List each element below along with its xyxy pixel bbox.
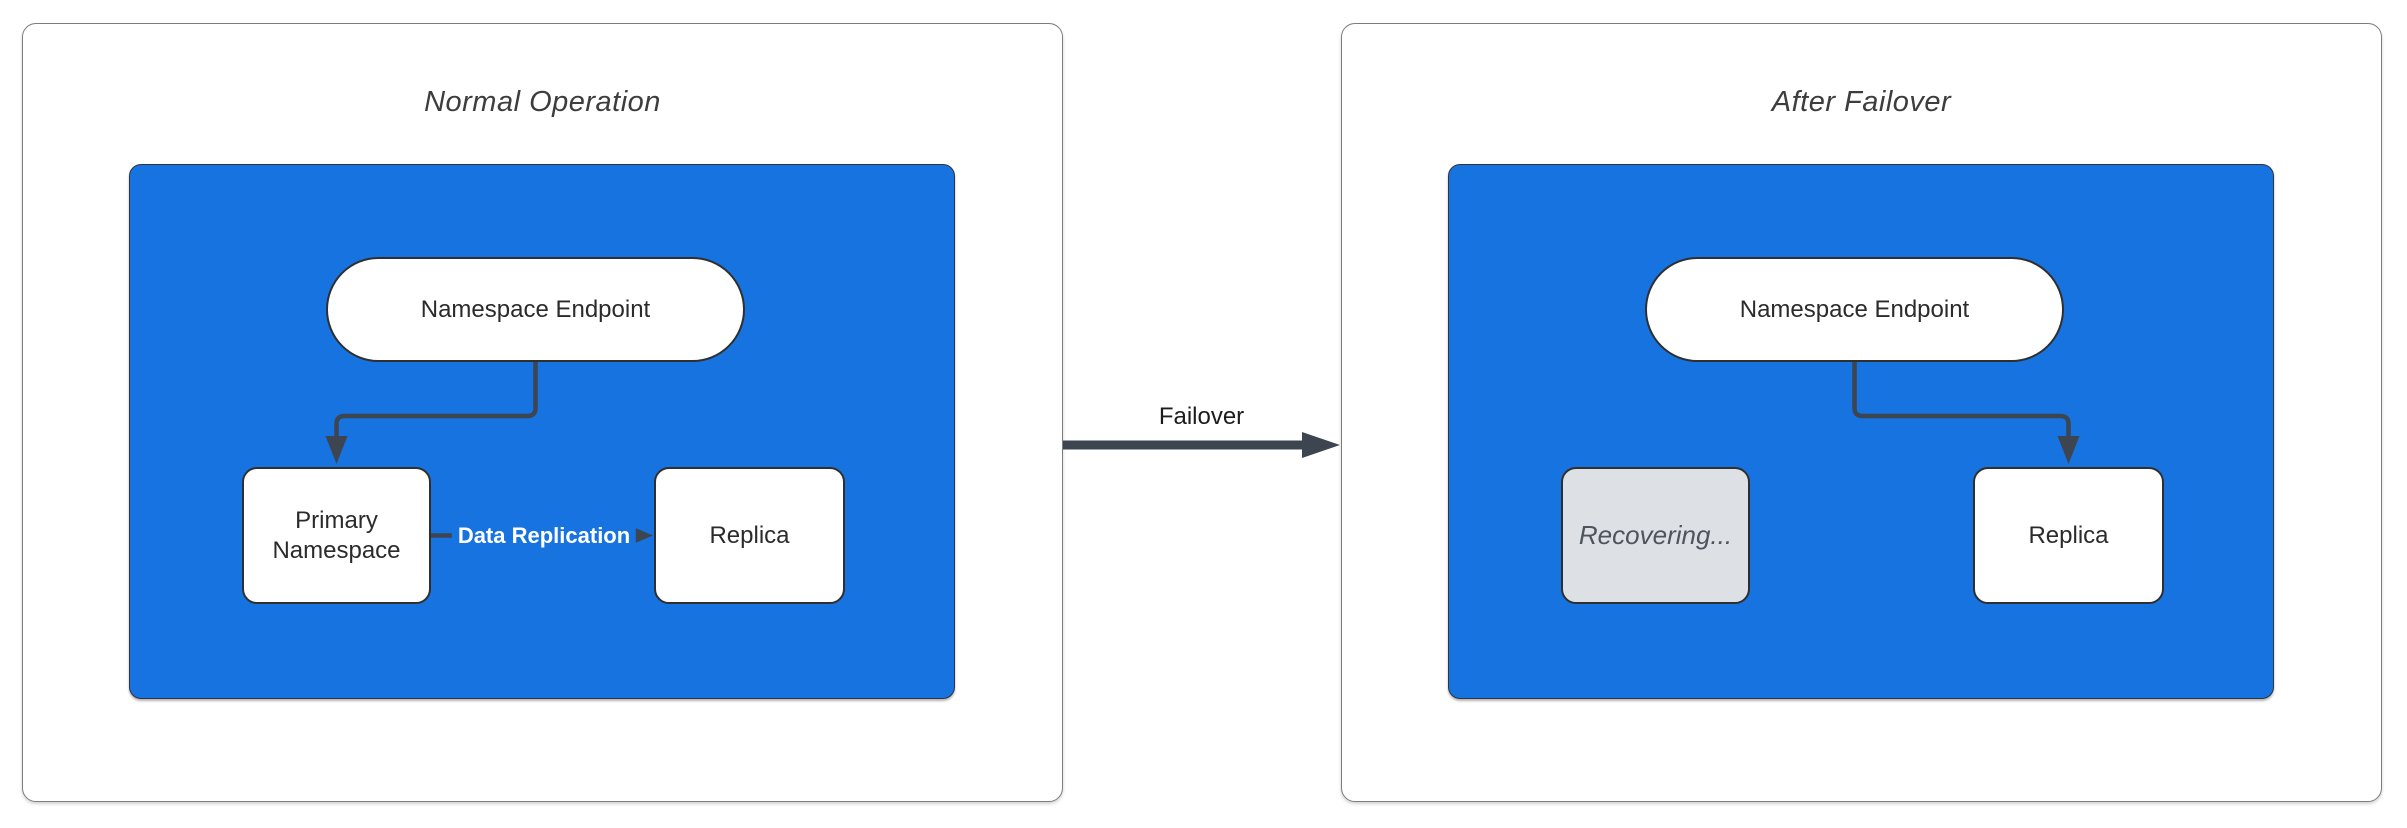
namespace-endpoint-label: Namespace Endpoint	[420, 295, 651, 323]
failover-arrow-icon	[1063, 432, 1340, 458]
failover-transition: Failover	[1063, 403, 1340, 465]
recovering-label: Recovering...	[1578, 520, 1733, 551]
replica-label: Replica	[709, 521, 790, 549]
primary-namespace-label: Primary Namespace	[272, 506, 401, 564]
replica-label: Replica	[2028, 521, 2109, 549]
panel-after-failover: After Failover Namespace Endpoint Recove…	[1341, 23, 2382, 802]
namespace-endpoint-node: Namespace Endpoint	[326, 257, 745, 362]
namespace-endpoint-label: Namespace Endpoint	[1739, 295, 1970, 323]
namespace-endpoint-node: Namespace Endpoint	[1645, 257, 2064, 362]
primary-namespace-node: Primary Namespace	[242, 467, 431, 604]
failover-label: Failover	[1158, 403, 1245, 430]
recovering-node: Recovering...	[1561, 467, 1750, 604]
cluster-background	[1448, 164, 2274, 699]
panel-normal-operation: Normal Operation Namespace Endpoint Prim…	[22, 23, 1063, 802]
replica-node: Replica	[654, 467, 845, 604]
data-replication-label: Data Replication	[451, 520, 637, 552]
cluster-background	[129, 164, 955, 699]
panel-title: Normal Operation	[424, 86, 661, 118]
replica-node: Replica	[1973, 467, 2164, 604]
panel-title: After Failover	[1771, 86, 1952, 118]
